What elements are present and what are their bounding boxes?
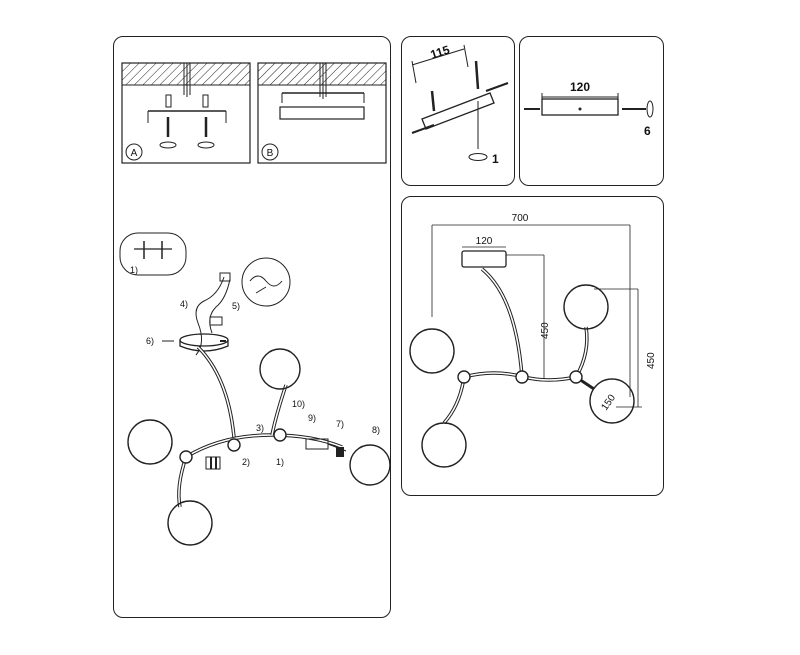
bracket-drawing: 115 1 xyxy=(411,42,509,166)
step-8: 8) xyxy=(372,425,380,435)
drop-height-dim: 450 xyxy=(540,322,551,339)
assembly-panel: A B 1) xyxy=(113,36,391,618)
canopy-step-label: 6 xyxy=(644,124,651,138)
detail-a-label: A xyxy=(131,148,138,159)
bracket-width-dim: 115 xyxy=(429,42,452,61)
step-10: 10) xyxy=(292,399,305,409)
canopy-panel: 120 6 xyxy=(519,36,664,186)
wiring: 4) 5) xyxy=(180,272,240,356)
step-4: 4) xyxy=(180,299,188,309)
detail-a-box: A xyxy=(121,62,251,164)
canopy-width-dim-drawing: 120 xyxy=(476,236,493,247)
inset-wiring-detail xyxy=(241,257,291,307)
inset-step-label: 1) xyxy=(130,265,138,275)
step-7: 7) xyxy=(336,419,344,429)
step-3: 3) xyxy=(256,423,264,433)
assembly-drawing: A B 1) xyxy=(119,62,391,546)
step-2: 2) xyxy=(242,457,250,467)
step-1: 1) xyxy=(276,457,284,467)
step-6: 6) xyxy=(146,336,154,346)
bracket-step-label: 1 xyxy=(492,152,499,166)
step-9: 9) xyxy=(308,413,316,423)
canopy: 6) xyxy=(146,333,229,352)
detail-b-box: B xyxy=(257,62,387,164)
step-5: 5) xyxy=(232,301,240,311)
glass-shades xyxy=(127,348,391,546)
canopy-drawing: 120 6 xyxy=(524,80,654,138)
total-height-dim: 450 xyxy=(646,352,657,369)
overall-width-dim: 700 xyxy=(512,213,529,224)
inset-mount-detail: 1) xyxy=(119,232,187,276)
canopy-width-dim: 120 xyxy=(570,80,590,94)
shade-diameter-dim: 150 xyxy=(599,392,618,412)
detail-b-label: B xyxy=(267,148,274,159)
step-callouts: 2) 3) 1) 10) 9) 7) 8) xyxy=(242,399,380,467)
dimensions-panel: 700 120 450 450 150 xyxy=(401,196,664,496)
fixture-frame xyxy=(177,345,343,508)
bracket-panel: 115 1 xyxy=(401,36,515,186)
dimension-drawing: 700 120 450 450 150 xyxy=(409,213,657,468)
